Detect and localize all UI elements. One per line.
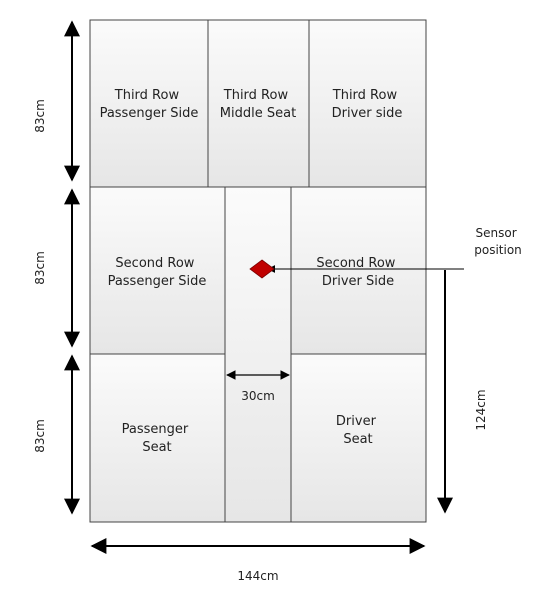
seat-front-driver: [290, 353, 427, 523]
label-front-driver: Driver Seat: [336, 414, 380, 447]
label-second-row-passenger: Second Row Passenger Side: [108, 256, 207, 289]
seat-third-row-driver: [308, 19, 427, 188]
seat-third-row-passenger: [89, 19, 209, 188]
seat-front-passenger: [89, 353, 226, 523]
seat-second-row-passenger: [89, 186, 226, 355]
seat-second-row-driver: [290, 186, 427, 355]
label-row-height-third: 83cm: [33, 99, 47, 133]
label-front-passenger: Passenger Seat: [122, 422, 193, 455]
label-aisle-width: 30cm: [241, 389, 275, 403]
label-third-row-middle: Third Row Middle Seat: [220, 88, 296, 121]
label-total-width: 144cm: [237, 569, 278, 583]
label-row-height-front: 83cm: [33, 419, 47, 453]
label-row-height-second: 83cm: [33, 251, 47, 285]
aisle: [224, 186, 292, 523]
label-sensor-position: Sensor position: [474, 226, 522, 257]
sensor-marker-icon: [249, 259, 275, 279]
label-sensor-height: 124cm: [474, 389, 488, 430]
label-third-row-driver: Third Row Driver side: [332, 88, 403, 121]
label-second-row-driver: Second Row Driver Side: [316, 256, 399, 289]
label-third-row-passenger: Third Row Passenger Side: [100, 88, 199, 121]
seat-third-row-middle: [207, 19, 310, 188]
